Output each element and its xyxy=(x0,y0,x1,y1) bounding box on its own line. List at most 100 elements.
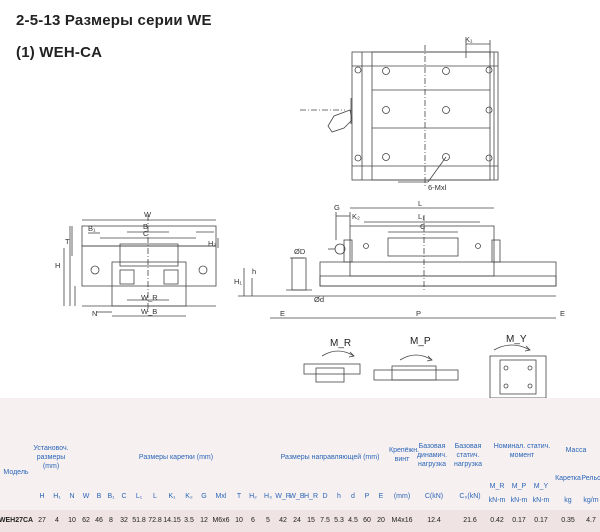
smd-label: Ød xyxy=(314,295,324,304)
technical-drawing: K₁ 6-Mxl W B₁ B C H₂ H T N W_R W_B xyxy=(55,35,565,398)
b1-label: B₁ xyxy=(88,224,96,233)
col-t: T xyxy=(236,493,242,500)
col-k2: K₂ xyxy=(185,493,193,500)
cell-c: 32 xyxy=(120,517,128,524)
col-mass-rail: Рельс xyxy=(581,475,600,482)
cell-k1: 14.15 xyxy=(163,517,181,524)
wr-label: W_R xyxy=(141,293,158,302)
col-h3: H₃ xyxy=(264,493,272,500)
cell-k2: 3.5 xyxy=(184,517,194,524)
col-g: G xyxy=(201,493,207,500)
col-h-small: h xyxy=(337,493,341,500)
col-mp: M_P xyxy=(511,483,527,490)
bolt-header: Крепёжн. винт xyxy=(389,447,420,463)
g-label: G xyxy=(334,203,340,212)
cell-stat: 21.6 xyxy=(463,517,477,524)
col-mass-carriage: Каретка xyxy=(555,475,581,482)
unit-my: kN-m xyxy=(532,497,550,504)
cell-n: 10 xyxy=(68,517,76,524)
cell-h-small: 5.3 xyxy=(334,517,344,524)
subsection-title: (1) WEH-CA xyxy=(16,44,103,61)
h2-label: H₂ xyxy=(208,239,216,248)
col-hr: H_R xyxy=(303,493,319,500)
mxl-label: 6-Mxl xyxy=(428,183,447,192)
cell-mp: 0.17 xyxy=(512,517,526,524)
cell-h1: 4 xyxy=(55,517,59,524)
c-side-label: C xyxy=(420,222,426,231)
k2-label: K₂ xyxy=(352,212,360,221)
col-my: M_Y xyxy=(533,483,549,490)
col-wb: W_B xyxy=(289,493,305,500)
cell-t: 10 xyxy=(235,517,243,524)
top-view xyxy=(300,40,499,186)
spec-table xyxy=(0,398,600,532)
section-title: 2-5-13 Размеры серии WE xyxy=(16,12,212,29)
cell-b1: 8 xyxy=(109,517,113,524)
col-c: C xyxy=(121,493,127,500)
moment-icons xyxy=(303,344,547,398)
cell-mxl: M6x6 xyxy=(212,517,230,524)
cell-e: 20 xyxy=(377,517,385,524)
cell-mass-rail: 4.7 xyxy=(586,517,596,524)
unit-mass-carriage: kg xyxy=(564,497,572,504)
col-p: P xyxy=(364,493,370,500)
rail-header: Размеры направляющей (mm) xyxy=(280,454,380,461)
dynamic-load-header: Базовая динамич. нагрузка xyxy=(416,443,448,468)
bigd-label: ØD xyxy=(294,247,306,256)
cell-d-big: 7.5 xyxy=(320,517,330,524)
col-b1: B₁ xyxy=(107,493,115,500)
static-load-header: Базовая статич. нагрузка xyxy=(454,443,482,468)
e-label: E xyxy=(280,309,285,318)
cell-dyn: 12.4 xyxy=(427,517,441,524)
cell-l1: 51.8 xyxy=(132,517,146,524)
n-label: N xyxy=(92,309,97,318)
carriage-header: Размеры каретки (mm) xyxy=(138,454,214,461)
unit-mr: kN-m xyxy=(488,497,506,504)
wb-label: W_B xyxy=(141,307,157,316)
cell-g: 12 xyxy=(200,517,208,524)
table-row xyxy=(0,510,600,532)
e2-label: E xyxy=(560,309,565,318)
row-model: WEH27CA xyxy=(0,517,34,524)
front-view xyxy=(63,215,219,317)
h-label: H xyxy=(55,261,60,270)
unit-mp: kN-m xyxy=(510,497,528,504)
col-mxl: Mxl xyxy=(215,493,227,500)
col-h2: H₂ xyxy=(249,493,257,500)
hh-label: h xyxy=(252,267,256,276)
cell-h: 27 xyxy=(38,517,46,524)
col-dyn: C(kN) xyxy=(424,493,444,500)
mass-header: Масса xyxy=(565,447,587,454)
c-label: C xyxy=(143,229,149,238)
cell-my: 0.17 xyxy=(534,517,548,524)
col-e: E xyxy=(378,493,384,500)
col-b: B xyxy=(96,493,102,500)
col-mr: M_R xyxy=(489,483,505,490)
side-view xyxy=(238,207,557,319)
cell-wr: 42 xyxy=(279,517,287,524)
cell-mass-carriage: 0.35 xyxy=(561,517,575,524)
h1-label: H₁ xyxy=(234,277,242,286)
install-header: Установоч. размеры (mm) xyxy=(33,445,69,470)
unit-mass-rail: kg/m xyxy=(583,497,599,504)
b-label: B xyxy=(143,222,148,231)
mr-label: M_R xyxy=(330,338,351,349)
cell-bolt: M4x16 xyxy=(391,517,413,524)
col-k1: K₁ xyxy=(168,493,176,500)
col-l: L xyxy=(153,493,157,500)
my-label: M_Y xyxy=(506,334,527,345)
col-stat: C₀(kN) xyxy=(459,493,481,500)
p-label: P xyxy=(416,309,421,318)
cell-l: 72.8 xyxy=(148,517,162,524)
col-wr: W_R xyxy=(275,493,291,500)
cell-hr: 15 xyxy=(307,517,315,524)
col-n: N xyxy=(69,493,75,500)
cell-p: 60 xyxy=(363,517,371,524)
col-d-small: d xyxy=(351,493,355,500)
cell-h2: 6 xyxy=(251,517,255,524)
l1-label: L₁ xyxy=(418,212,425,221)
k1-label: K₁ xyxy=(465,35,473,44)
t-label: T xyxy=(65,237,70,246)
moment-header: Номинал. статич. момент xyxy=(493,443,551,459)
col-d-big: D xyxy=(322,493,328,500)
